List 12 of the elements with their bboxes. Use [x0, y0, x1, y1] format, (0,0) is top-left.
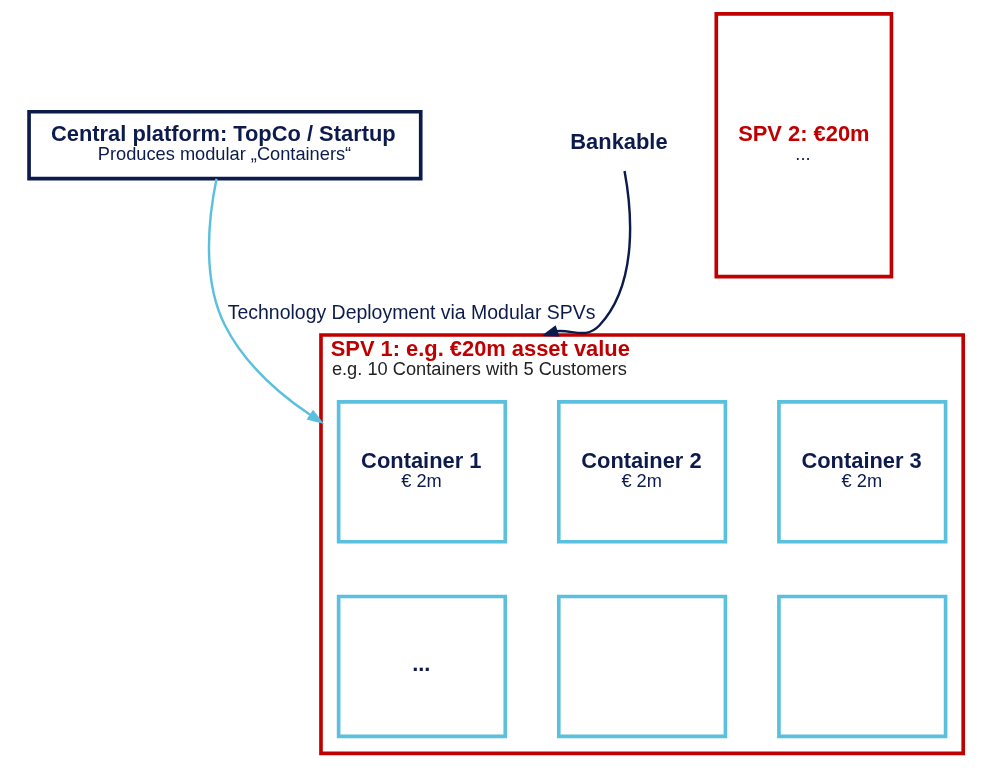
node-box: Central platform: TopCo / Startup Produces modular „Containers“ — [27, 109, 423, 180]
node-box: SPV 2: €20m ... — [714, 11, 894, 278]
edge-label: Technology Deployment via Modular SPVs — [227, 300, 596, 323]
node-box: Container 1 € 2m — [336, 399, 508, 544]
node-text: Bankable — [570, 128, 668, 154]
node-box — [777, 594, 948, 738]
arrow — [541, 170, 632, 336]
node-box — [556, 594, 728, 738]
arrow — [207, 178, 325, 424]
node-box: ... — [336, 594, 508, 738]
node-box: Container 2 € 2m — [556, 399, 728, 544]
node-box: Container 3 € 2m — [777, 399, 948, 544]
